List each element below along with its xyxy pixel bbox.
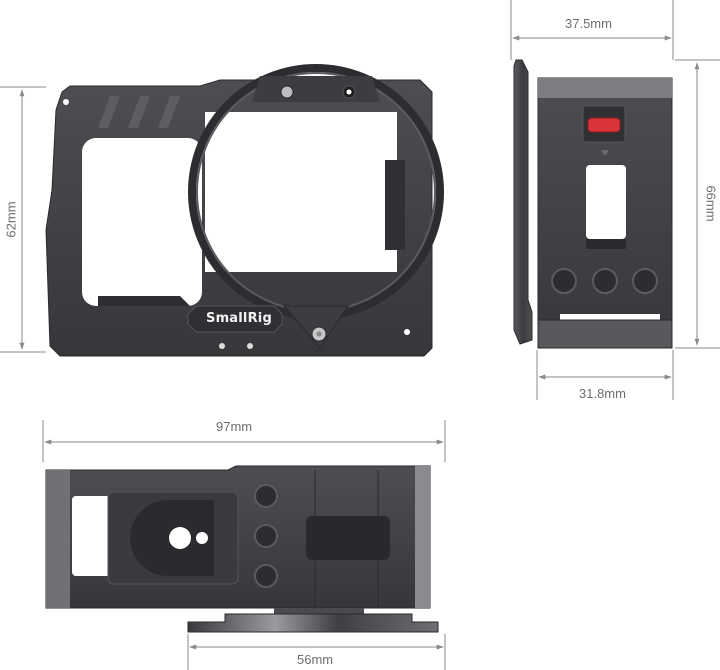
- bottom-view: [45, 465, 439, 633]
- front-height-label: 62mm: [3, 201, 19, 238]
- side-base-width-label: 31.8mm: [579, 386, 626, 401]
- side-depth-label: 37.5mm: [565, 16, 612, 31]
- bottom-plate-width-label: 56mm: [297, 652, 334, 667]
- side-view: [513, 59, 673, 349]
- front-view: [45, 64, 444, 357]
- brand-logo: SmallRig: [206, 311, 272, 326]
- side-height-label: 66mm: [703, 185, 719, 222]
- bottom-length-label: 97mm: [216, 419, 253, 434]
